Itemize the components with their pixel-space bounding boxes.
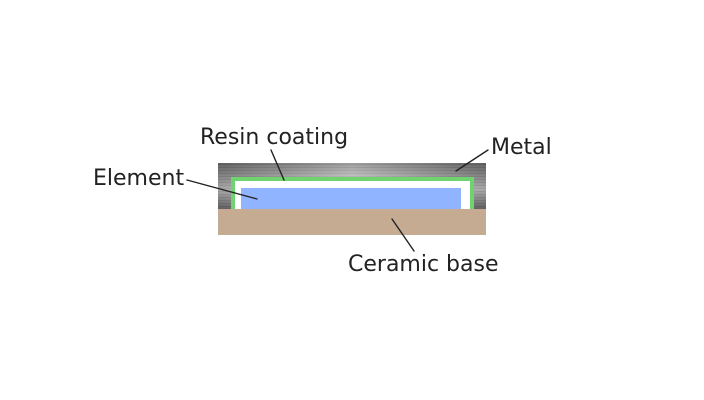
ceramic-base-layer — [218, 209, 486, 235]
leader-line-element — [186, 179, 258, 200]
element-layer — [241, 188, 461, 211]
leader-line-ceramic — [391, 218, 415, 252]
leader-line-resin — [270, 149, 285, 181]
label-element: Element — [93, 166, 185, 191]
label-metal: Metal — [491, 135, 552, 160]
leader-line-metal — [455, 149, 489, 172]
label-ceramic-base: Ceramic base — [348, 252, 499, 277]
label-resin-coating: Resin coating — [200, 125, 349, 150]
